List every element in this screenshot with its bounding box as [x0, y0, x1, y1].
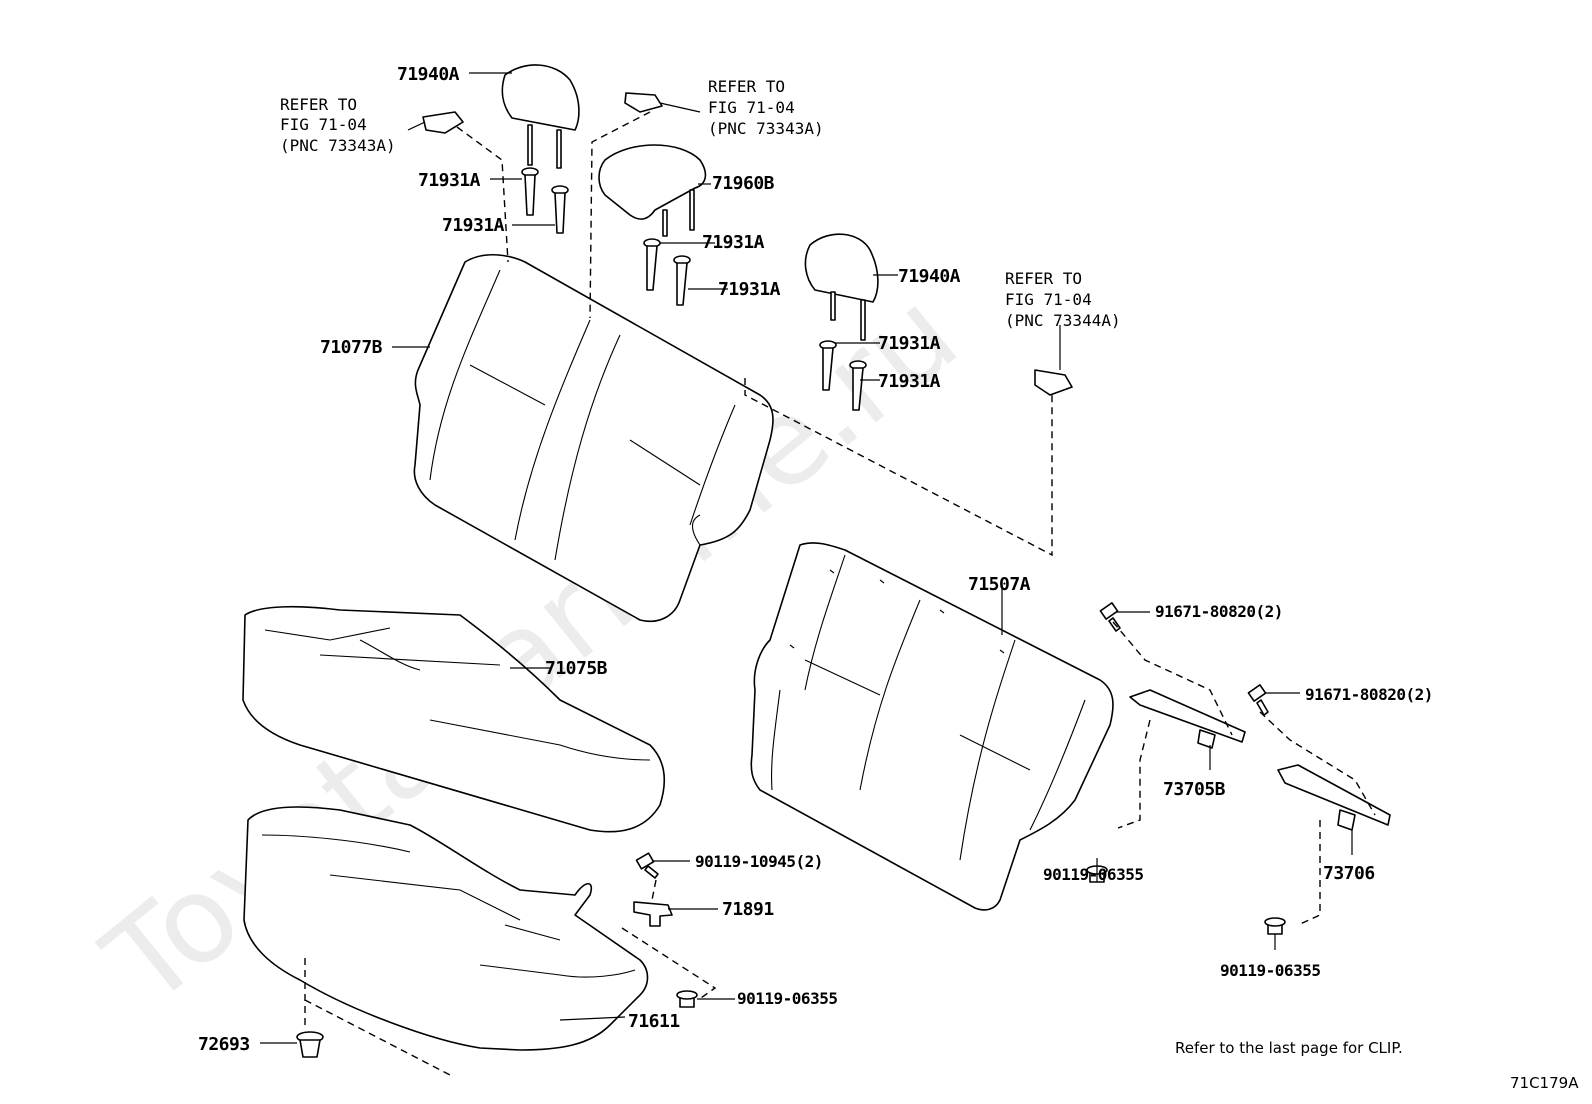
ref-left-line-1: REFER TO: [280, 95, 357, 114]
figure-code: 71C179A: [1510, 1074, 1579, 1092]
clip-72693: [296, 1031, 324, 1058]
ref-center-line-2: FIG 71-04: [708, 98, 795, 117]
label-cushion-cover: 71075B: [545, 658, 608, 679]
bolt-upper-1: [1099, 602, 1121, 632]
headrest-right: [804, 233, 879, 341]
ref-right-line-3: (PNC 73344A): [1005, 311, 1121, 330]
label-headrest-left: 71940A: [397, 64, 460, 85]
seatback-pad: [750, 542, 1114, 911]
assembly-lines: [304, 111, 1376, 1076]
hook-71891: [633, 901, 673, 927]
label-bolt-hinge-right: 90119-06355: [1220, 961, 1320, 980]
label-seatback-pad: 71507A: [968, 574, 1031, 595]
ref-center-line-3: (PNC 73343A): [708, 119, 824, 138]
ref-left-line-3: (PNC 73343A): [280, 136, 396, 155]
headrest-guide-c2: [673, 255, 691, 306]
label-hinge-left: 73705B: [1163, 779, 1226, 800]
label-bolt-upper-2: 91671-80820(2): [1305, 685, 1433, 704]
label-guide-r2: 71931A: [878, 371, 941, 392]
bolt-upper-2: [1247, 684, 1269, 716]
part-labels: 71940A 71960B 71940A 71931A 71931A 71931…: [198, 64, 1433, 1055]
seat-cushion-pad: [243, 806, 649, 1051]
headrest-guide-c1: [643, 238, 661, 291]
label-bolt-hinge-left: 90119-06355: [1043, 865, 1143, 884]
headrest-guide-l2: [551, 185, 569, 234]
ref-right-line-2: FIG 71-04: [1005, 290, 1092, 309]
label-hinge-right: 73706: [1323, 863, 1375, 884]
seat-cushion-cover: [242, 605, 666, 833]
hinge-right-73706: [1277, 764, 1391, 831]
ref-right-line-1: REFER TO: [1005, 269, 1082, 288]
label-seatback-cover: 71077B: [320, 337, 383, 358]
label-clip: 72693: [198, 1034, 250, 1055]
clip-note: Refer to the last page for CLIP.: [1175, 1039, 1403, 1057]
label-hook: 71891: [722, 899, 774, 920]
label-guide-c2: 71931A: [718, 279, 781, 300]
headrest-left: [501, 64, 580, 169]
ref-center-line-1: REFER TO: [708, 77, 785, 96]
label-guide-l2: 71931A: [442, 215, 505, 236]
headrest-guide-r2: [849, 360, 867, 411]
ref-note-center: REFER TO FIG 71-04 (PNC 73343A): [708, 77, 824, 138]
label-bolt-cushion: 90119-10945(2): [695, 852, 823, 871]
label-cushion-pad: 71611: [628, 1011, 680, 1032]
seatback-cover: [413, 253, 774, 622]
label-bolt-hook: 90119-06355: [737, 989, 837, 1008]
hinge-left-73705B: [1129, 689, 1246, 749]
headrest-guides: [521, 167, 867, 411]
label-guide-c1: 71931A: [702, 232, 765, 253]
headrest-center: [598, 144, 707, 237]
bolt-cushion: [635, 852, 659, 879]
label-guide-r1: 71931A: [878, 333, 941, 354]
belt-bezel-center: [624, 92, 663, 113]
leader-lines: [260, 72, 1353, 1044]
belt-bezel-right: [1034, 369, 1073, 396]
headrest-guide-l1: [521, 167, 539, 216]
headrest-guide-r1: [819, 340, 837, 391]
ref-note-left: REFER TO FIG 71-04 (PNC 73343A): [280, 95, 396, 155]
label-headrest-center: 71960B: [712, 173, 775, 194]
belt-bezel-left: [422, 111, 464, 134]
bolt-hook: [676, 990, 698, 1008]
label-headrest-right: 71940A: [898, 266, 961, 287]
label-guide-l1: 71931A: [418, 170, 481, 191]
ref-note-right: REFER TO FIG 71-04 (PNC 73344A): [1005, 269, 1121, 330]
ref-left-line-2: FIG 71-04: [280, 115, 367, 134]
bolt-hinge-right: [1264, 917, 1286, 935]
label-bolt-upper-1: 91671-80820(2): [1155, 602, 1283, 621]
